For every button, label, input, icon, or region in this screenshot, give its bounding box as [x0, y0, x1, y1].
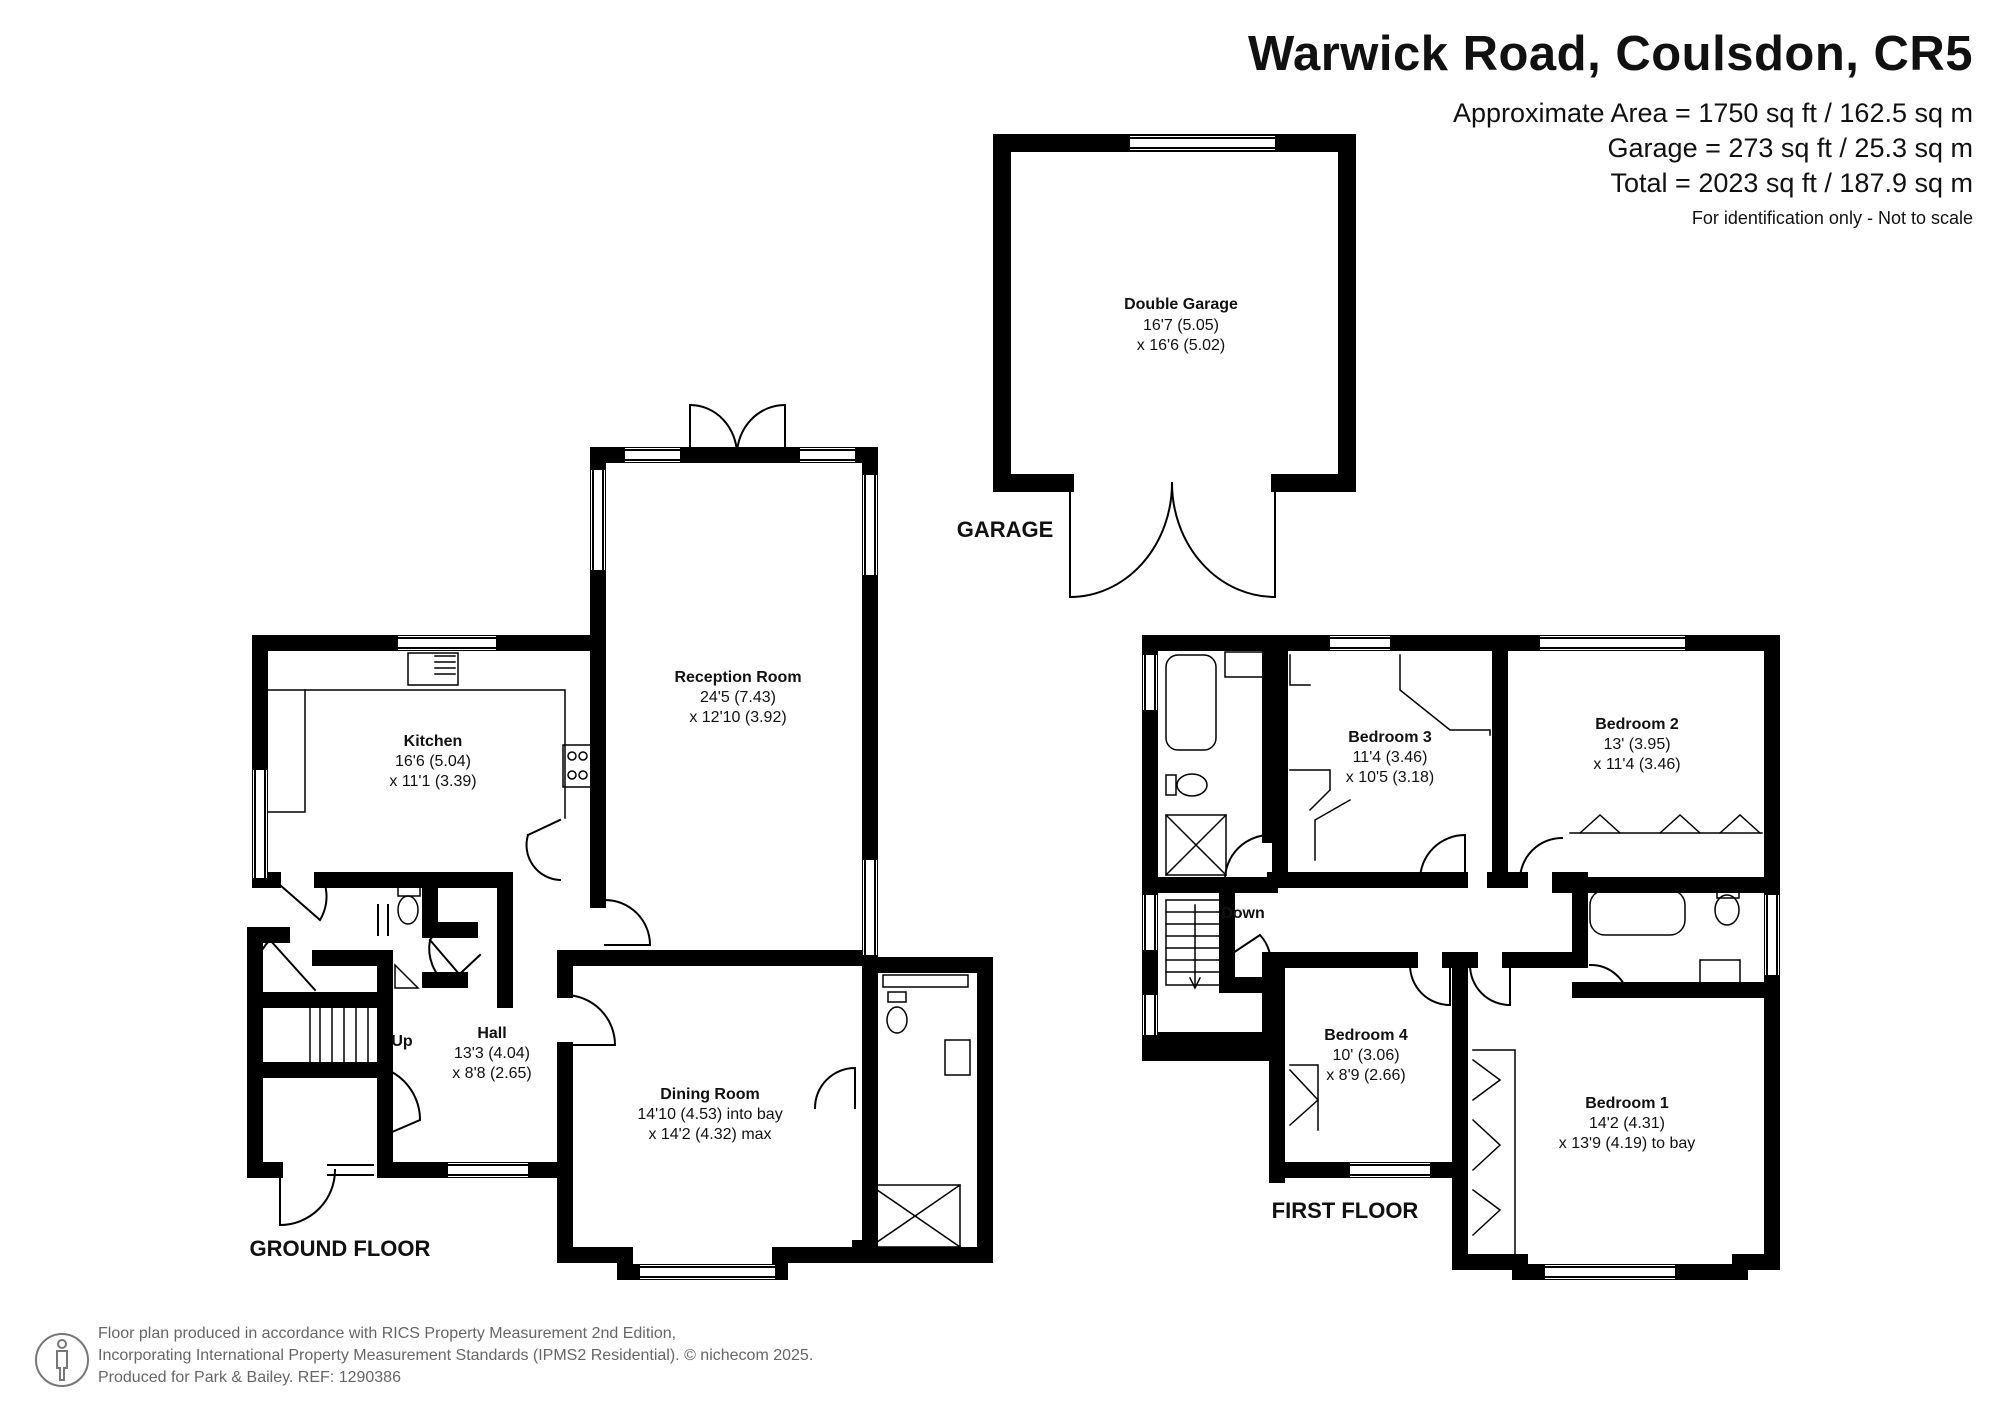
bedroom-3-dim2: x 10'5 (3.18)	[1346, 769, 1434, 786]
bedroom-1-name: Bedroom 1	[1585, 1095, 1669, 1112]
ground-floor-windows	[253, 448, 877, 1279]
footer-line-3: Produced for Park & Bailey. REF: 1290386	[98, 1369, 401, 1386]
ground-floor-walls	[247, 447, 993, 1280]
garage-window	[1129, 136, 1276, 150]
stairs-up-label: Up	[391, 1033, 413, 1050]
approximate-area: Approximate Area = 1750 sq ft / 162.5 sq…	[1452, 98, 1973, 128]
first-floor-windows	[1143, 636, 1779, 1279]
garage-area: Garage = 273 sq ft / 25.3 sq m	[1607, 133, 1973, 163]
bedroom-2-dim2: x 11'4 (3.46)	[1593, 756, 1680, 773]
total-area: Total = 2023 sq ft / 187.9 sq m	[1610, 168, 1973, 198]
bedroom-4-dim2: x 8'9 (2.66)	[1326, 1067, 1406, 1084]
garage-walls	[993, 134, 1356, 492]
dining-room-dim1: 14'10 (4.53) into bay	[637, 1106, 782, 1123]
bedroom-4-name: Bedroom 4	[1324, 1027, 1408, 1044]
first-floor-stairs-icon	[1165, 899, 1222, 990]
reception-room-dim1: 24'5 (7.43)	[700, 689, 776, 706]
ground-floor-label: GROUND FLOOR	[250, 1236, 431, 1261]
kitchen-worktop	[267, 652, 592, 819]
bedroom-1-dim2: x 13'9 (4.19) to bay	[1559, 1135, 1695, 1152]
page-title: Warwick Road, Coulsdon, CR5	[1248, 27, 1973, 81]
double-garage-dim1: 16'7 (5.05)	[1143, 317, 1219, 334]
ground-floor-stairs-icon	[309, 1004, 386, 1068]
stairs-down-label: Down	[1221, 905, 1265, 922]
reception-room-name: Reception Room	[674, 669, 801, 686]
footer-line-2: Incorporating International Property Mea…	[98, 1347, 814, 1364]
person-icon	[35, 1333, 89, 1387]
bedroom-2-name: Bedroom 2	[1595, 716, 1679, 733]
bedroom-3-dim1: 11'4 (3.46)	[1353, 749, 1428, 766]
reception-room-dim2: x 12'10 (3.92)	[689, 709, 786, 726]
hall-dim1: 13'3 (4.04)	[454, 1045, 530, 1062]
double-garage-dim2: x 16'6 (5.02)	[1137, 337, 1225, 354]
double-garage-name: Double Garage	[1124, 296, 1238, 313]
scale-note: For identification only - Not to scale	[1691, 208, 1973, 228]
first-floor-doors-icon	[1223, 833, 1630, 1007]
kitchen-dim1: 16'6 (5.04)	[395, 753, 471, 770]
reception-french-doors-icon	[688, 403, 787, 457]
kitchen-dim2: x 11'1 (3.39)	[389, 773, 476, 790]
bedroom-2-dim1: 13' (3.95)	[1603, 736, 1670, 753]
dining-room-dim2: x 14'2 (4.32) max	[648, 1126, 771, 1143]
bedroom-4-dim1: 10' (3.06)	[1332, 1047, 1399, 1064]
dining-room-name: Dining Room	[660, 1086, 760, 1103]
first-floor-label: FIRST FLOOR	[1272, 1198, 1419, 1223]
bedroom-1-dim1: 14'2 (4.31)	[1589, 1115, 1665, 1132]
ground-floor-sanitary-icon	[394, 885, 971, 1249]
hall-dim2: x 8'8 (2.65)	[452, 1065, 532, 1082]
hall-name: Hall	[477, 1025, 506, 1042]
kitchen-name: Kitchen	[404, 733, 463, 750]
wardrobes-icon	[1288, 654, 1763, 1263]
ground-floor-doors-icon	[253, 818, 856, 1227]
first-floor-sanitary-icon	[1164, 651, 1741, 986]
footer-line-1: Floor plan produced in accordance with R…	[98, 1325, 677, 1342]
first-floor-walls	[1142, 635, 1780, 1280]
garage-doors-icon	[1068, 481, 1277, 599]
bedroom-3-name: Bedroom 3	[1348, 729, 1432, 746]
garage-label: GARAGE	[957, 517, 1054, 542]
